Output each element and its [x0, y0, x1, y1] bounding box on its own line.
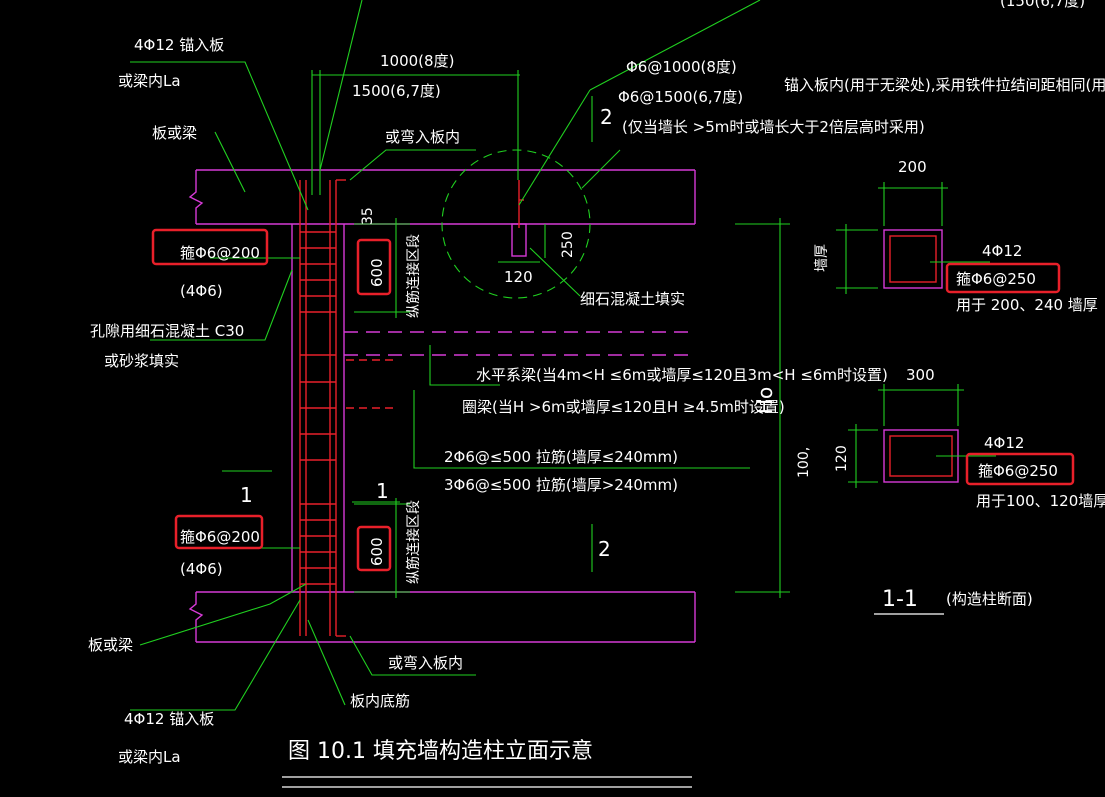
label-ring-beam: 圈梁(当H >6m或墙厚≤120且H ≥4.5m时设置)	[462, 398, 785, 416]
label-gap-fill-1: 孔隙用细石混凝土 C30	[90, 322, 244, 340]
label-dense-bot: 纵筋连接区段	[405, 500, 422, 584]
label-anchor-note: 锚入板内(用于无梁处),采用铁件拉结间距相同(用于梁处)	[784, 76, 1105, 94]
dimension-lines	[130, 0, 996, 711]
label-tie-500-b: 3Φ6@≤500 拉筋(墙厚>240mm)	[444, 476, 678, 494]
label-sec1-stirrup: 箍Φ6@250	[956, 270, 1036, 288]
label-wall-thick: 墙厚	[814, 244, 830, 272]
label-tie-1000: Φ6@1000(8度)	[626, 58, 737, 76]
label-fine-concrete: 细石混凝土填实	[580, 290, 685, 308]
label-bend-top: 或弯入板内	[385, 128, 460, 146]
label-bend-bot: 或弯入板内	[388, 654, 463, 672]
label-section-2-bottom: 2	[598, 537, 611, 561]
label-600-bot: 600	[368, 537, 386, 566]
label-dim-120-b: 120	[834, 445, 850, 472]
label-anchor-bot-1: 4Φ12 锚入板	[124, 710, 214, 728]
section-title: 1-1	[882, 587, 918, 612]
label-dim-100: 100,	[796, 447, 812, 478]
highlight-boxes	[151, 228, 1075, 572]
label-spacing-8: 1000(8度)	[380, 52, 454, 70]
label-section-1-right: 1	[376, 479, 389, 503]
label-anchor-bot-2: 或梁内La	[118, 748, 181, 766]
label-stirrup-top: 箍Φ6@200	[180, 244, 260, 262]
label-slab-top: 板或梁	[152, 124, 197, 142]
label-tie-1500: Φ6@1500(6,7度)	[618, 88, 743, 106]
label-sec2-use: 用于100、120墙厚	[976, 492, 1105, 510]
label-sec1-rebar: 4Φ12	[982, 242, 1022, 260]
title-underlines	[282, 613, 944, 788]
label-stirrup-top-sub: (4Φ6)	[180, 282, 223, 300]
label-corner: (150(6,7度)	[1000, 0, 1085, 10]
labels: 4Φ12 锚入板 或梁内La 板或梁 1000(8度) 1500(6,7度) 或…	[88, 0, 1105, 766]
label-sec1-use: 用于 200、240 墙厚	[956, 296, 1098, 314]
label-spacing-67: 1500(6,7度)	[352, 82, 441, 100]
label-bond-beam: 水平系梁(当4m<H ≤6m或墙厚≤120且3m<H ≤6m时设置)	[476, 366, 888, 384]
label-dense-top: 纵筋连接区段	[405, 234, 422, 318]
label-stirrup-bot: 箍Φ6@200	[180, 528, 260, 546]
label-sec2-stirrup: 箍Φ6@250	[978, 462, 1058, 480]
label-dim-35: 35	[360, 207, 376, 225]
label-sec2-rebar: 4Φ12	[984, 434, 1024, 452]
label-dim-200: 200	[898, 158, 927, 176]
figure-title: 图 10.1 填充墙构造柱立面示意	[288, 739, 593, 764]
label-slab-bot: 板或梁	[88, 636, 133, 654]
label-anchor-top-1: 4Φ12 锚入板	[134, 36, 224, 54]
label-section-1-left: 1	[240, 483, 253, 507]
section-title-note: (构造柱断面)	[946, 590, 1033, 608]
label-tie-500-a: 2Φ6@≤500 拉筋(墙厚≤240mm)	[444, 448, 678, 466]
label-tie-note: (仅当墙长 >5m时或墙长大于2倍层高时采用)	[622, 118, 925, 136]
label-anchor-top-2: 或梁内La	[118, 72, 181, 90]
label-600-top: 600	[368, 258, 386, 287]
label-dim-250: 250	[560, 231, 576, 258]
label-gap-fill-2: 或砂浆填实	[104, 352, 179, 370]
label-bottom-bar: 板内底筋	[350, 692, 410, 710]
label-section-2-top: 2	[600, 105, 613, 129]
label-dim-300: 300	[906, 366, 935, 384]
label-stirrup-bot-sub: (4Φ6)	[180, 560, 223, 578]
label-ho: Ho	[753, 387, 777, 414]
rebar-lines	[299, 179, 953, 637]
label-dim-120: 120	[504, 268, 533, 286]
